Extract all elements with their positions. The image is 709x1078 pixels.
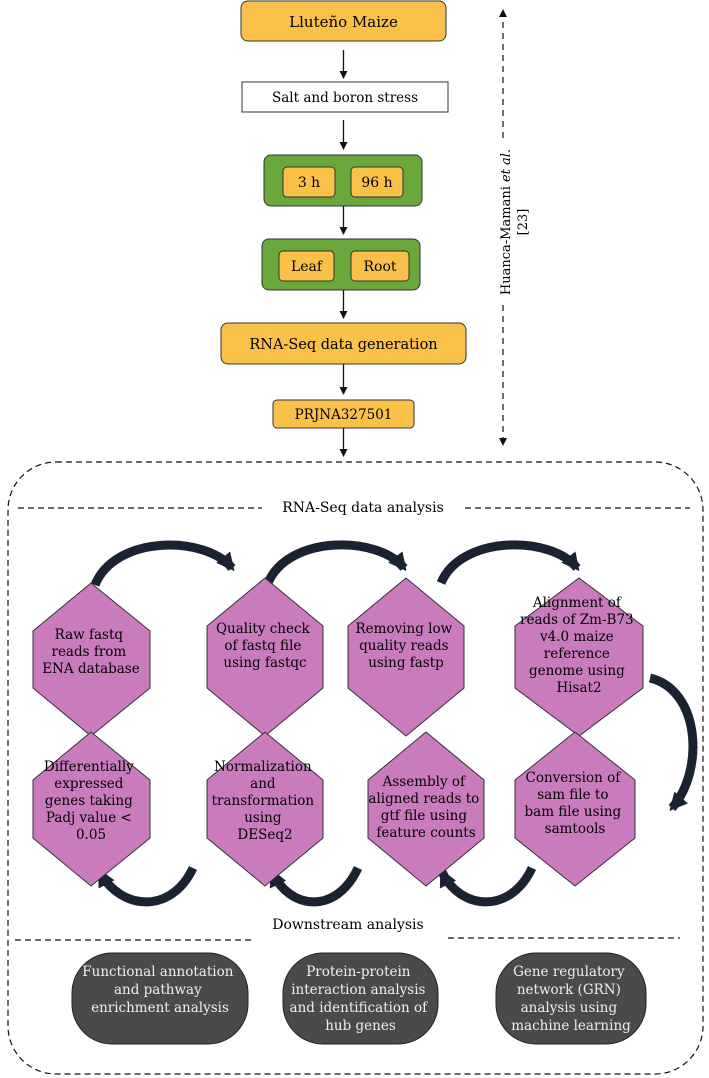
downstream-box-1-label: Functional annotation and pathway enrich… bbox=[82, 964, 237, 1016]
downstream-box-2 bbox=[282, 952, 439, 1045]
leaf-label: Leaf bbox=[291, 259, 324, 275]
downstream-title: Downstream analysis bbox=[272, 917, 423, 933]
analysis-title: RNA-Seq data analysis bbox=[282, 500, 444, 516]
citation-authors: Huanca-Mamani bbox=[499, 186, 514, 295]
curve-arrow-6-7 bbox=[267, 865, 363, 907]
maize-label: Lluteño Maize bbox=[289, 13, 398, 31]
step6-label: Assembly of aligned reads to gtf file us… bbox=[368, 774, 483, 841]
leaf-box bbox=[278, 250, 335, 282]
curve-arrow-7-8 bbox=[96, 865, 198, 907]
root-box bbox=[350, 250, 410, 282]
stress-label: Salt and boron stress bbox=[272, 90, 418, 106]
step1-hexagon bbox=[32, 582, 151, 737]
step5-hexagon bbox=[514, 731, 636, 887]
step7-hexagon bbox=[206, 731, 324, 887]
time-96h-box bbox=[350, 166, 404, 198]
step3-hexagon bbox=[347, 577, 465, 737]
root-label: Root bbox=[363, 259, 396, 275]
curve-arrow-2-3 bbox=[263, 540, 408, 586]
curve-arrow-3-4 bbox=[436, 540, 581, 586]
downstream-box-2-label: Protein-protein interaction analysis and… bbox=[290, 964, 432, 1034]
step6-hexagon bbox=[367, 731, 485, 887]
downstream-box-1 bbox=[71, 952, 249, 1045]
downstream-box-3-label: Gene regulatory network (GRN) analysis u… bbox=[511, 964, 631, 1034]
step3-label: Removing low quality reads using fastp bbox=[356, 621, 457, 671]
time-96h-label: 96 h bbox=[361, 175, 392, 191]
step1-label: Raw fastq reads from ENA database bbox=[42, 627, 139, 677]
step5-label: Conversion of sam file to bam file using… bbox=[525, 770, 626, 837]
stress-box bbox=[241, 81, 449, 113]
rnaseq-generation-label: RNA-Seq data generation bbox=[249, 337, 437, 353]
curve-arrow-4-5 bbox=[648, 673, 698, 812]
curve-arrow-5-6 bbox=[437, 865, 537, 907]
downstream-box-3 bbox=[495, 952, 647, 1045]
step4-hexagon bbox=[514, 577, 644, 737]
step7-label: Normalization and transformation using D… bbox=[212, 759, 319, 843]
svg-text:Huanca-Mamani et al.: Huanca-Mamani et al. bbox=[499, 149, 514, 295]
step8-hexagon bbox=[32, 731, 151, 887]
time-3h-box bbox=[282, 166, 336, 198]
accession-label: PRJNA327501 bbox=[295, 407, 393, 423]
maize-box bbox=[240, 0, 447, 42]
analysis-container bbox=[7, 461, 704, 1075]
step2-label: Quality check of fastq file using fastqc bbox=[216, 621, 314, 671]
curve-arrow-1-2 bbox=[90, 540, 236, 587]
step2-hexagon bbox=[206, 577, 324, 737]
citation-ref: [23] bbox=[516, 209, 531, 236]
step8-label: Differentially expressed genes taking Pa… bbox=[44, 759, 138, 843]
time-3h-label: 3 h bbox=[298, 175, 320, 191]
citation-etal: et al. bbox=[499, 149, 514, 182]
step4-label: Alignment of reads of Zm-B73 v4.0 maize … bbox=[520, 595, 638, 696]
